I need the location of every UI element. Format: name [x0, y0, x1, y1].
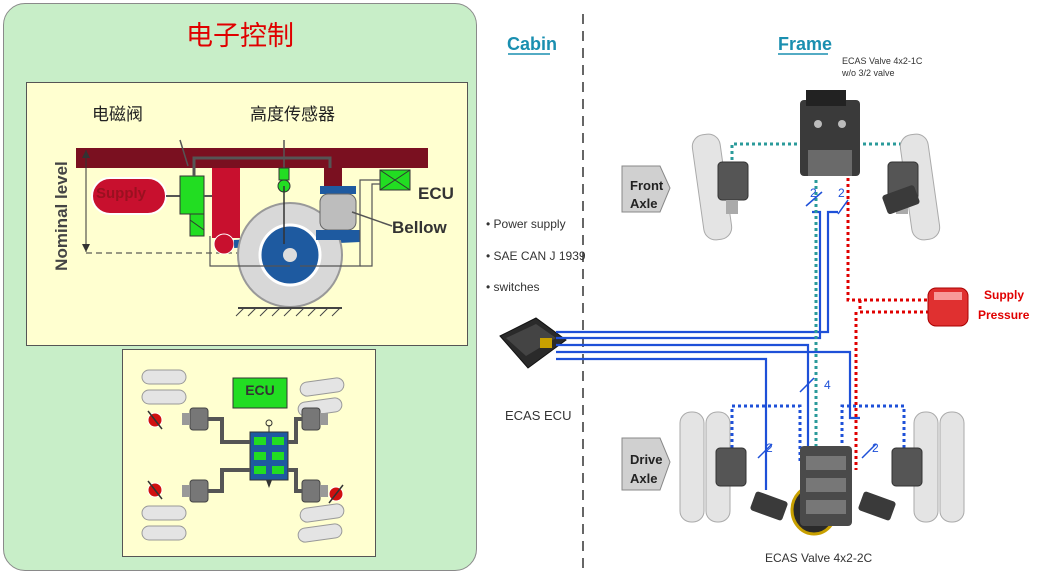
ecas-ecu-device: [499, 317, 567, 369]
count-rear-right: 2: [872, 441, 879, 455]
height-sensor-label: 高度传感器: [250, 105, 335, 125]
supply-pressure-label-2: Pressure: [978, 308, 1030, 322]
count-front-a: 2: [810, 186, 817, 200]
suspension-diagram-box: [26, 82, 468, 346]
bellow-label: Bellow: [392, 218, 447, 237]
feature-switches: • switches: [486, 280, 540, 294]
layout-ecu-label: ECU: [245, 382, 275, 398]
front-axle-label-1: Front: [630, 178, 664, 193]
front-axle-marker: [621, 165, 671, 213]
front-valve-label-1: ECAS Valve 4x2-1C: [842, 56, 923, 66]
front-valve-label-2: w/o 3/2 valve: [842, 68, 895, 78]
front-air-lines: [730, 142, 906, 460]
rear-ecas-valve: [790, 446, 852, 536]
feature-power-supply: • Power supply: [486, 217, 566, 231]
drive-axle-label-1: Drive: [630, 452, 663, 467]
solenoid-valve: [179, 175, 205, 215]
supply-air-lines: [846, 166, 928, 470]
feature-can: • SAE CAN J 1939: [486, 249, 586, 263]
cabin-heading: Cabin: [507, 34, 558, 54]
drive-tires: [679, 411, 965, 523]
panel-title: 电子控制: [186, 21, 294, 52]
count-rear-left: 2: [766, 441, 773, 455]
bellow: [319, 193, 357, 231]
count-front-b: 2: [838, 186, 845, 200]
front-ecas-valve: [800, 90, 860, 176]
rear-valve-label: ECAS Valve 4x2-2C: [765, 551, 873, 565]
solenoid-valve-label: 电磁阀: [92, 105, 143, 125]
drive-axle-marker: [621, 437, 671, 491]
axle-layout: [141, 369, 345, 543]
supply-pressure-label-1: Supply: [984, 288, 1025, 302]
front-axle-label-2: Axle: [630, 196, 658, 211]
nominal-level-label: Nominal level: [52, 161, 71, 271]
front-tires: [691, 133, 941, 241]
rear-sensor-lines: [730, 404, 906, 462]
ecas-ecu-label: ECAS ECU: [505, 408, 572, 423]
ecu-label: ECU: [418, 184, 454, 203]
shock-mount: [212, 168, 240, 238]
supply-label: Supply: [96, 185, 147, 202]
layout-ecu: [232, 377, 288, 409]
frame-heading: Frame: [778, 34, 833, 54]
suspension-diagram: [76, 139, 428, 317]
count-rear-main: 4: [824, 378, 831, 392]
drive-axle-label-2: Axle: [630, 471, 658, 486]
